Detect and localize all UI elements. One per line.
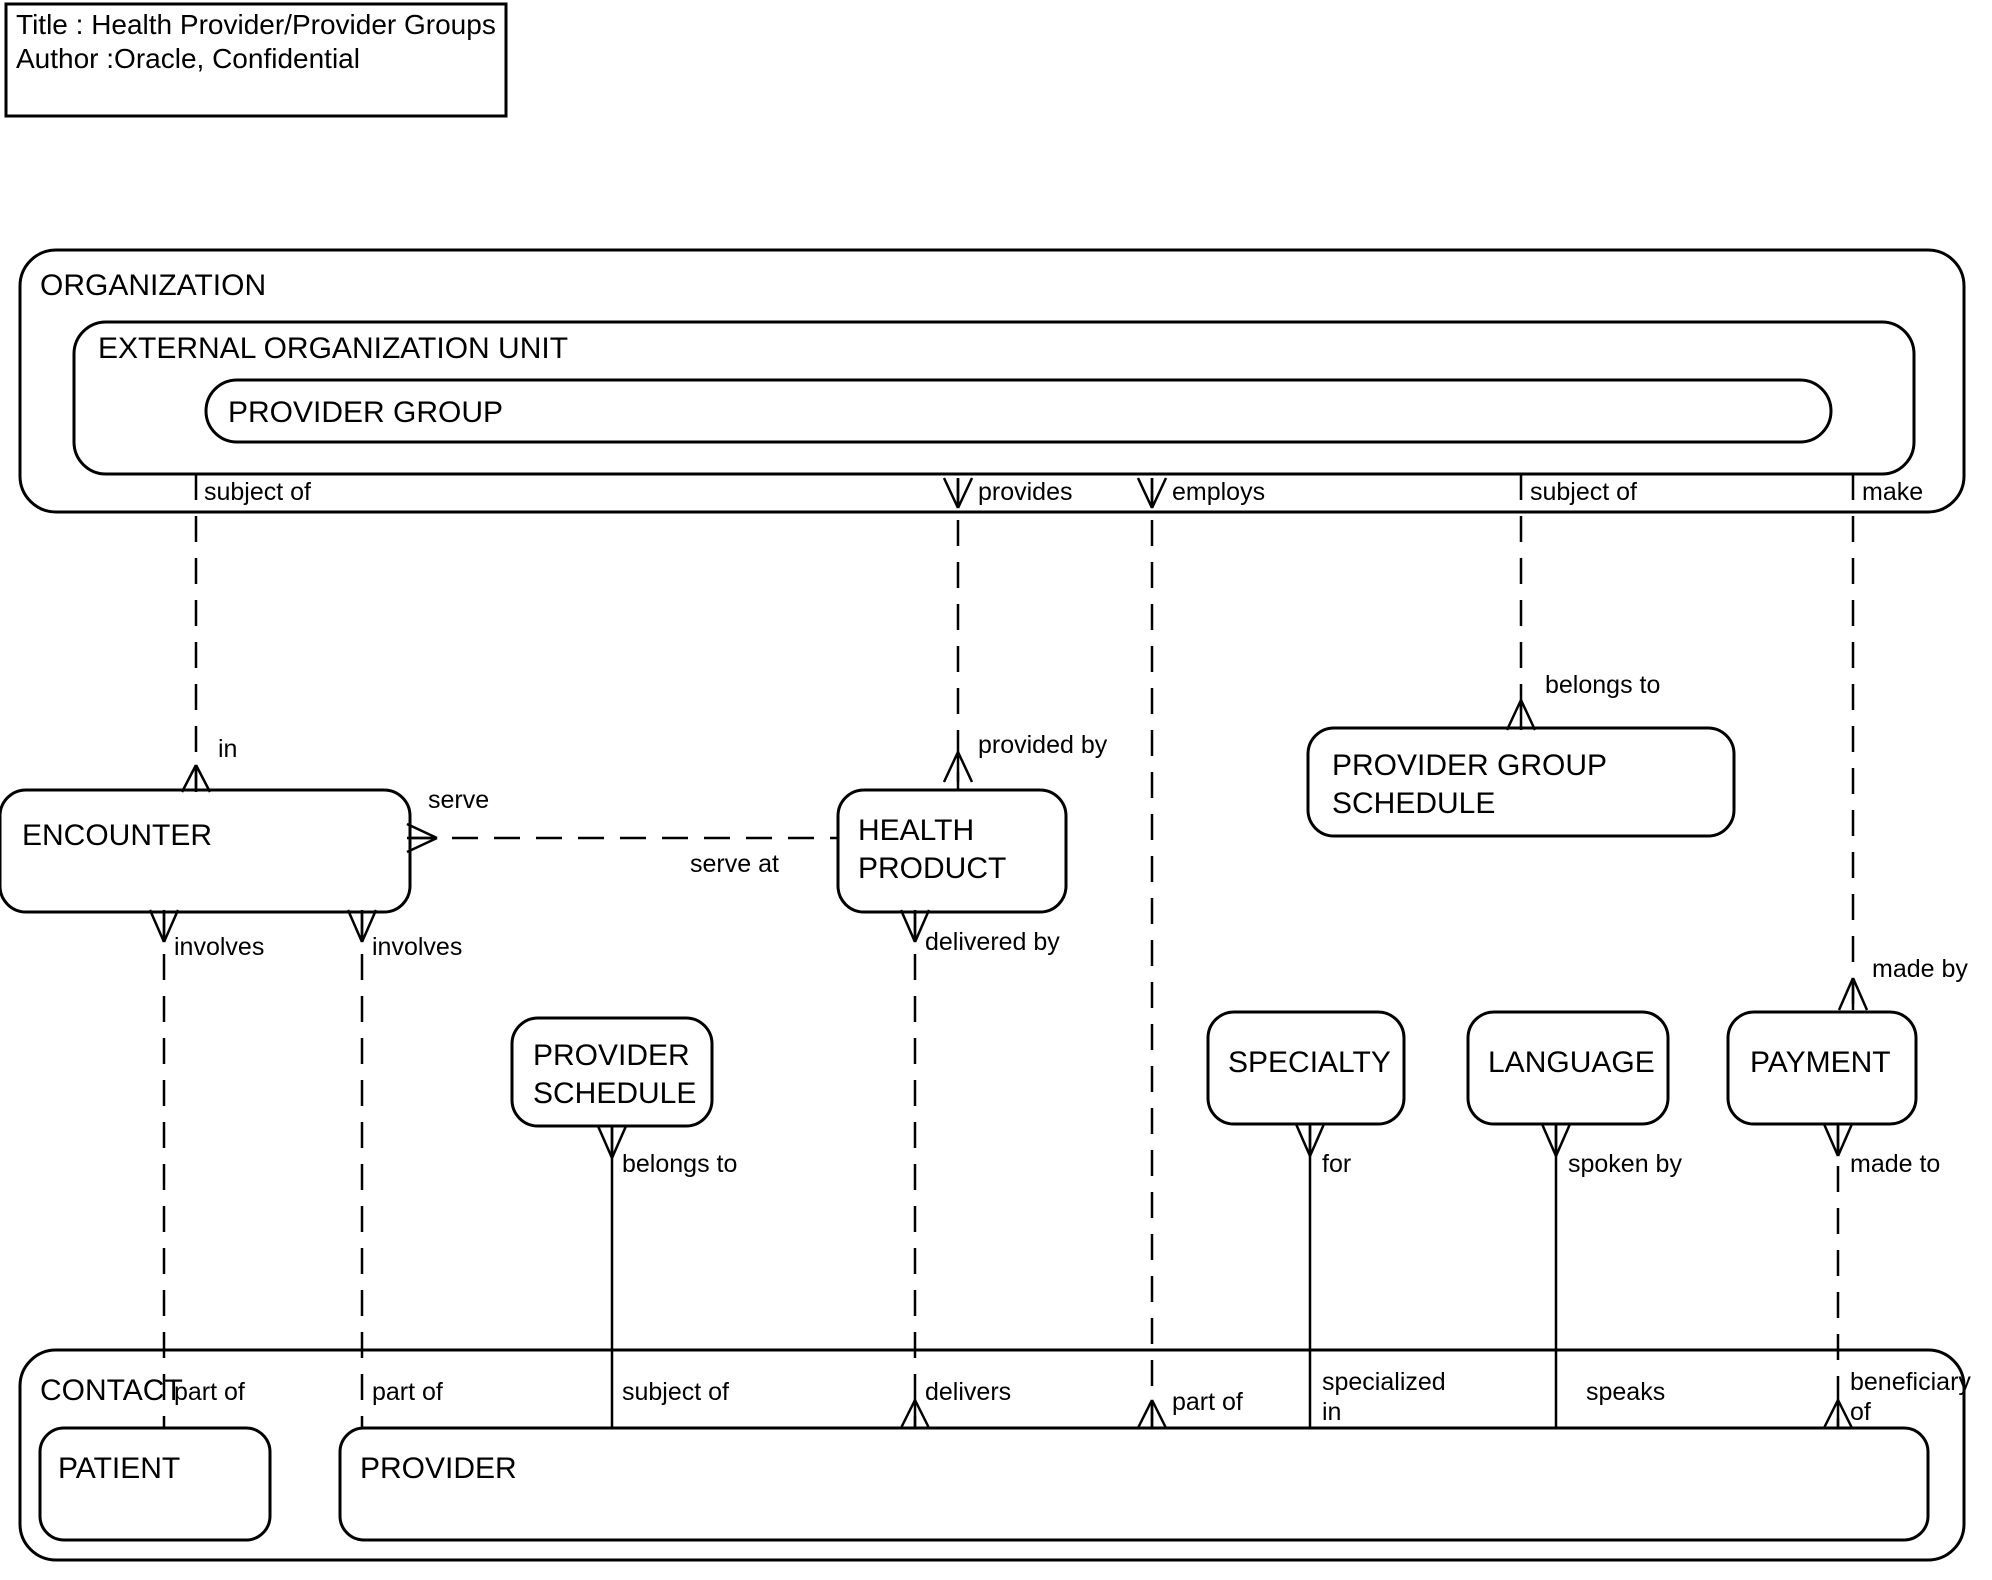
relationship-organization-payment[interactable]: make made by (1837, 474, 1968, 1012)
relationship-encounter-health-product[interactable]: serve serve at (406, 786, 838, 878)
label-serve: serve (428, 786, 489, 814)
label-belongs-to-ps: belongs to (622, 1150, 737, 1178)
crowfoot-beneficiary-of (1822, 1399, 1854, 1429)
title-box-rect (4, 2, 508, 118)
relationship-organization-health-product[interactable]: provides provided by (942, 477, 1108, 790)
label-speaks: speaks (1586, 1378, 1665, 1406)
label-provides: provides (978, 478, 1073, 506)
patient-label: PATIENT (58, 1452, 180, 1485)
payment-rect[interactable] (1726, 1010, 1918, 1126)
entity-language[interactable]: LANGUAGE (1466, 1010, 1670, 1126)
relationship-organization-encounter[interactable]: subject of in (180, 474, 311, 793)
label-beneficiary-of-line1: beneficiary (1850, 1368, 1971, 1396)
label-subject-of-left: subject of (204, 478, 311, 506)
label-provided-by: provided by (978, 731, 1108, 759)
label-specialized-in-line1: specialized (1322, 1368, 1446, 1396)
label-part-of-provider: part of (372, 1378, 443, 1406)
label-made-by: made by (1872, 955, 1968, 983)
crowfoot-involves-left (148, 909, 180, 943)
label-beneficiary-of-line2: of (1850, 1398, 1871, 1426)
relationship-payment-provider[interactable]: made to beneficiary of (1822, 1123, 1971, 1429)
label-make: make (1862, 478, 1923, 506)
label-subject-of-pgs: subject of (1530, 478, 1637, 506)
title-line: Title : Health Provider/Provider Groups (16, 9, 496, 40)
label-serve-at: serve at (690, 850, 779, 878)
label-specialized-in-line2: in (1322, 1398, 1341, 1426)
label-delivered-by: delivered by (925, 928, 1060, 956)
health-product-label-line2: PRODUCT (858, 852, 1006, 885)
label-made-to: made to (1850, 1150, 1940, 1178)
label-part-of-specialty-line: part of (1172, 1388, 1243, 1416)
relationship-organization-provider-employs[interactable]: employs part of (1136, 477, 1265, 1429)
health-product-label-line1: HEALTH (858, 814, 974, 847)
crowfoot-for (1294, 1123, 1326, 1157)
label-for: for (1322, 1150, 1351, 1178)
relationship-specialty-provider[interactable]: for specialized in (1294, 1123, 1446, 1428)
entity-specialty[interactable]: SPECIALTY (1206, 1010, 1406, 1126)
crowfoot-delivered-by (899, 909, 931, 943)
crowfoot-serve (406, 822, 438, 854)
specialty-label: SPECIALTY (1228, 1046, 1391, 1079)
provider-group-schedule-label-line1: PROVIDER GROUP (1332, 749, 1607, 782)
label-subject-of-provider: subject of (622, 1378, 729, 1406)
provider-label: PROVIDER (360, 1452, 517, 1485)
provider-group-schedule-label-line2: SCHEDULE (1332, 787, 1495, 820)
crowfoot-belongs-to-ps (596, 1125, 628, 1159)
label-involves-left: involves (174, 933, 264, 961)
entity-provider-schedule[interactable]: PROVIDER SCHEDULE (510, 1016, 714, 1128)
entity-provider-group-schedule[interactable]: PROVIDER GROUP SCHEDULE (1306, 726, 1736, 838)
label-belongs-to-pgs: belongs to (1545, 671, 1660, 699)
specialty-rect[interactable] (1206, 1010, 1406, 1126)
provider-group-label: PROVIDER GROUP (228, 396, 503, 429)
crowfoot-spoken-by (1540, 1123, 1572, 1157)
relationship-encounter-patient[interactable]: involves part of (148, 909, 264, 1428)
contact-label: CONTACT (40, 1374, 183, 1407)
relationship-language-provider[interactable]: spoken by speaks (1540, 1123, 1682, 1428)
crowfoot-delivers (899, 1399, 931, 1429)
label-involves-right: involves (372, 933, 462, 961)
entity-encounter[interactable]: ENCOUNTER (0, 788, 412, 914)
entity-provider[interactable]: PROVIDER (338, 1426, 1930, 1542)
provider-rect[interactable] (338, 1426, 1930, 1542)
crowfoot-provided-by (942, 751, 974, 783)
label-spoken-by: spoken by (1568, 1150, 1682, 1178)
relationship-health-product-provider[interactable]: delivered by delivers (899, 909, 1060, 1429)
label-delivers: delivers (925, 1378, 1011, 1406)
label-employs: employs (1172, 478, 1265, 506)
crowfoot-made-to (1822, 1123, 1854, 1157)
entity-provider-group[interactable]: PROVIDER GROUP (204, 378, 1833, 444)
author-line: Author :Oracle, Confidential (16, 43, 360, 74)
payment-label: PAYMENT (1750, 1046, 1891, 1079)
crowfoot-part-of-employs (1136, 1399, 1168, 1429)
provider-group-rect[interactable] (204, 378, 1833, 444)
crowfoot-involves-right (346, 909, 378, 943)
label-in: in (218, 735, 237, 763)
label-part-of-patient: part of (174, 1378, 245, 1406)
relationship-organization-provider-group-schedule[interactable]: subject of belongs to (1505, 474, 1660, 731)
entity-patient[interactable]: PATIENT (38, 1426, 272, 1542)
crowfoot-employs (1136, 477, 1168, 509)
external-organization-unit-label: EXTERNAL ORGANIZATION UNIT (98, 332, 568, 365)
patient-rect[interactable] (38, 1426, 272, 1542)
provider-schedule-label-line1: PROVIDER (533, 1039, 690, 1072)
relationship-provider-schedule-provider[interactable]: belongs to subject of (596, 1125, 737, 1428)
entity-payment[interactable]: PAYMENT (1726, 1010, 1918, 1126)
relationship-encounter-provider[interactable]: involves part of (346, 909, 462, 1428)
title-box: Title : Health Provider/Provider Groups … (4, 2, 508, 118)
crowfoot-in (180, 764, 212, 793)
organization-label: ORGANIZATION (40, 269, 266, 302)
provider-schedule-label-line2: SCHEDULE (533, 1077, 696, 1110)
language-rect[interactable] (1466, 1010, 1670, 1126)
encounter-label: ENCOUNTER (22, 819, 212, 852)
crowfoot-provides (942, 477, 974, 509)
crowfoot-belongs-to-pgs (1505, 699, 1537, 731)
language-label: LANGUAGE (1488, 1046, 1655, 1079)
health-product-rect[interactable] (836, 788, 1068, 914)
entity-health-product[interactable]: HEALTH PRODUCT (836, 788, 1068, 914)
crowfoot-made-by (1837, 977, 1869, 1011)
